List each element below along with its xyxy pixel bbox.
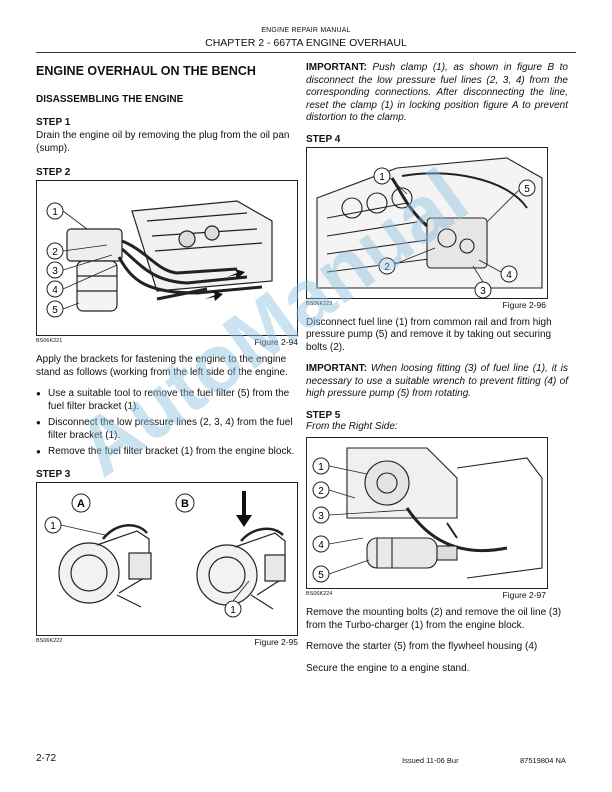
figure-2-95-caption: BS06K222 Figure 2-95 [36,636,298,648]
fuel-line-illustration: 1 5 2 4 3 [316,156,543,298]
important-text: When loosing fitting (3) of fuel line (1… [306,363,568,399]
page-number: 2-72 [36,753,57,764]
callout-2: 2 [318,486,324,497]
figure-2-94: 1 2 3 4 5 [36,180,298,336]
important-note-2: IMPORTANT: When loosing fitting (3) of f… [306,363,568,401]
figure-code: BS06K222 [36,637,63,644]
figure-number: Figure 2-94 [254,337,298,347]
step1-text: Drain the engine oil by removing the plu… [36,130,290,154]
important-label: IMPORTANT: [306,363,367,374]
figure-2-94-caption: BS06K221 Figure 2-94 [36,336,298,348]
callout-A: A [77,498,85,510]
figure-2-97-caption: BS06K224 Figure 2-97 [306,589,546,601]
figure-2-95: A B 1 1 [36,481,298,636]
callout-B: B [181,498,189,510]
list-item: Disconnect the low pressure lines (2, 3,… [36,417,298,442]
figure-2-96: 1 5 2 4 3 [306,146,548,299]
list-item: Remove the fuel filter bracket (1) from … [36,446,298,459]
step5-title: STEP 5 [306,409,341,421]
step2-bullet-list: Use a suitable tool to remove the fuel f… [36,388,298,459]
callout-5: 5 [524,184,530,195]
subsection-title: DISASSEMBLING THE ENGINE [36,94,184,105]
step1-title: STEP 1 [36,117,71,128]
figure-2-96-caption: BS06K223 Figure 2-96 [306,299,546,311]
figure-code: BS06K224 [306,591,333,597]
callout-3: 3 [52,266,58,277]
figure-number: Figure 2-96 [502,299,546,310]
right-column: IMPORTANT: Push clamp (1), as shown in f… [306,62,568,684]
document-number: 87519804 NA [520,756,566,765]
callout-1: 1 [230,605,236,616]
callout-5: 5 [52,305,58,316]
fuel-filter-illustration: 1 2 3 4 5 [46,200,273,318]
figure-code: BS06K221 [36,338,63,344]
figure-2-97: 1 2 3 4 5 [306,437,548,589]
figure-number: Figure 2-97 [502,590,546,600]
turbo-starter-illustration: 1 2 3 4 5 [312,447,543,583]
step5-p3: Secure the engine to a engine stand. [306,662,470,674]
manual-title: ENGINE REPAIR MANUAL [261,27,351,34]
section-title: ENGINE OVERHAUL ON THE BENCH [36,64,256,78]
callout-1: 1 [50,521,56,532]
step5-p1: Remove the mounting bolts (2) and remove… [306,607,562,631]
press-arrow-icon [236,490,252,527]
list-item: Use a suitable tool to remove the fuel f… [36,388,298,413]
callout-2: 2 [52,247,58,258]
chapter-title: CHAPTER 2 - 667TA ENGINE OVERHAUL [205,37,407,49]
callout-1: 1 [379,172,385,183]
step3-title: STEP 3 [36,468,71,480]
callout-1: 1 [52,207,58,218]
header-rule [36,52,576,53]
important-text: Push clamp (1), as shown in figure B to … [306,62,568,123]
step5-subtitle: From the Right Side: [306,420,398,432]
step4-title: STEP 4 [306,133,341,145]
clamp-illustration: A B 1 1 [44,490,286,617]
callout-4: 4 [52,285,58,296]
callout-3: 3 [480,286,486,297]
step2-intro: Apply the brackets for fastening the eng… [36,354,288,378]
important-label: IMPORTANT: [306,62,367,73]
figure-code: BS06K223 [306,300,333,307]
important-note-1: IMPORTANT: Push clamp (1), as shown in f… [306,62,568,125]
callout-2: 2 [384,262,390,273]
issued-date: Issued 11-06 Bur [402,756,459,765]
step2-title: STEP 2 [36,167,71,178]
callout-3: 3 [318,511,324,522]
callout-5: 5 [318,570,324,581]
callout-4: 4 [506,270,512,281]
left-column: ENGINE OVERHAUL ON THE BENCH DISASSEMBLI… [36,62,298,654]
figure-number: Figure 2-95 [254,636,298,647]
step4-text: Disconnect fuel line (1) from common rai… [306,316,552,353]
callout-4: 4 [318,540,324,551]
callout-1: 1 [318,462,324,473]
step5-p2: Remove the starter (5) from the flywheel… [306,641,538,652]
